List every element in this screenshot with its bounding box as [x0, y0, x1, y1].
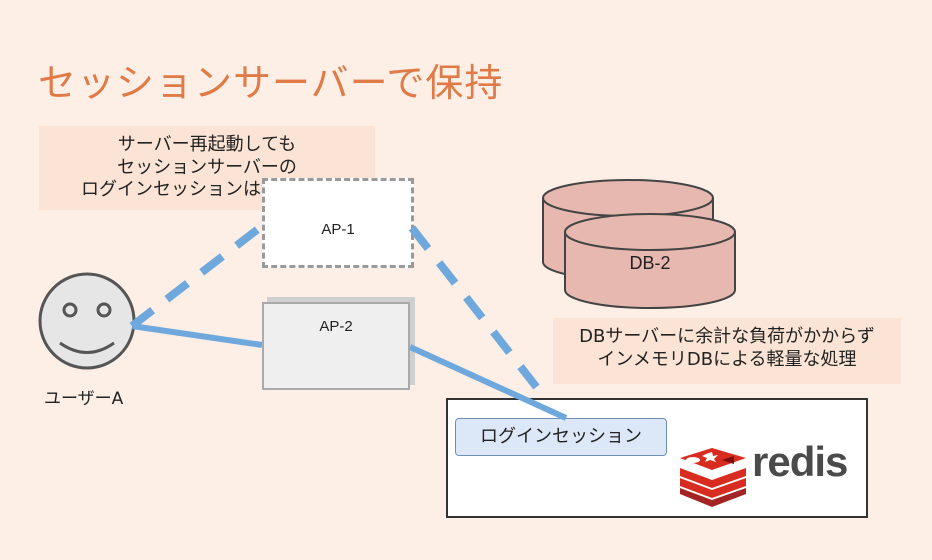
redis-logo-icon [680, 448, 746, 507]
server-ap2: AP-2 [262, 302, 410, 390]
redis-wordmark: redis [752, 438, 848, 485]
connector-user-ap2 [131, 323, 263, 348]
note-line: サーバー再起動しても [117, 134, 297, 155]
note-line: セッションサーバーの [117, 156, 297, 178]
connector-user-ap1 [129, 222, 265, 330]
note-line: DBサーバーに余計な負荷がかからず [579, 326, 875, 347]
login-session-badge: ログインセッション [455, 418, 667, 456]
server-ap1: AP-1 [262, 178, 414, 268]
note-line: インメモリDBによる軽量な処理 [597, 348, 857, 370]
database-label: DB-2 [629, 253, 671, 273]
user-label: ユーザーA [44, 389, 124, 409]
slide-title: セッションサーバーで保持 [38, 61, 504, 105]
server-ap2-label: AP-2 [319, 318, 353, 335]
connector-ap1-redis [408, 225, 549, 401]
server-ap1-label: AP-1 [321, 221, 355, 238]
connector-ap2-redis [408, 344, 568, 421]
database-icon [542, 179, 736, 309]
note-redis-benefit: DBサーバーに余計な負荷がかからず インメモリDBによる軽量な処理 [553, 318, 901, 384]
